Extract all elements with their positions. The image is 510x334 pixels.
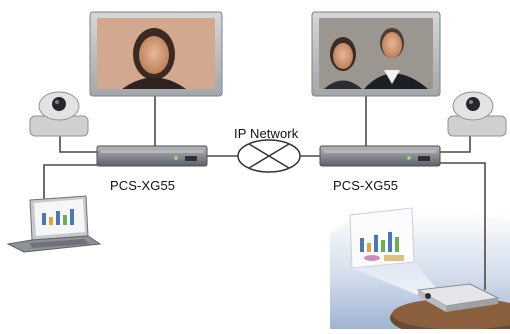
codec-right-icon — [319, 145, 441, 167]
camera-right-icon — [447, 91, 507, 137]
monitor-right-icon — [311, 11, 441, 97]
codec-right-label: PCS-XG55 — [333, 178, 399, 193]
projection-screen-icon — [349, 207, 415, 269]
camera-left-icon — [29, 91, 89, 137]
projector-icon — [352, 262, 510, 334]
monitor-left-icon — [89, 11, 223, 97]
connection-lines — [43, 96, 486, 290]
laptop-icon — [6, 195, 102, 253]
codec-left-label: PCS-XG55 — [110, 178, 176, 193]
network-cloud-icon — [237, 139, 301, 173]
codec-left-icon — [96, 145, 208, 167]
network-label: IP Network — [234, 126, 299, 141]
